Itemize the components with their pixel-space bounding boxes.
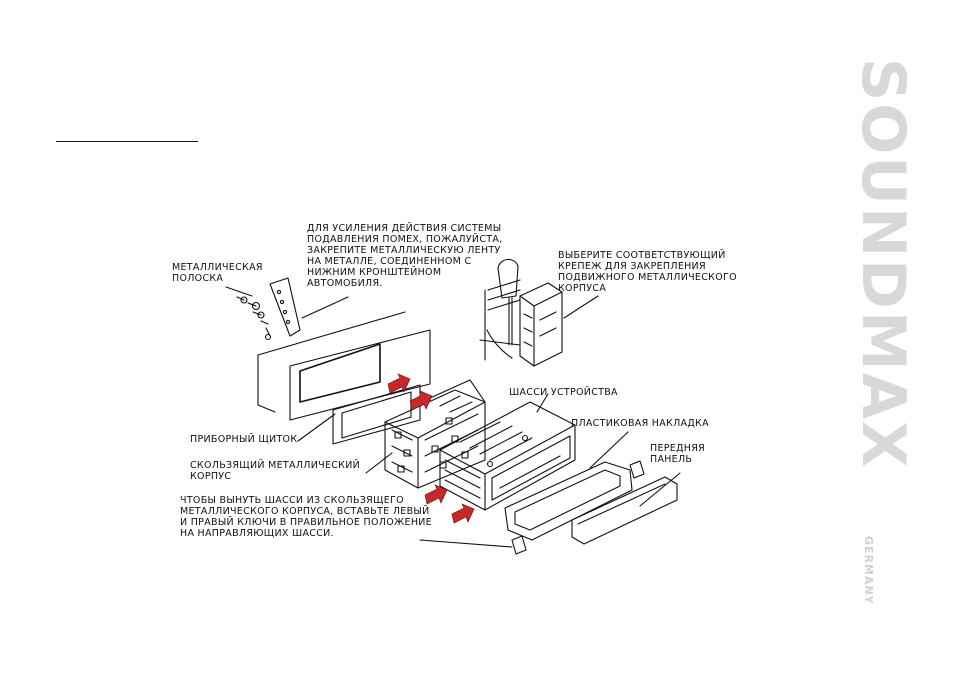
label-plastic-trim: ПЛАСТИКОВАЯ НАКЛАДКА — [571, 418, 709, 429]
metal-strip — [236, 277, 301, 341]
leader-lines — [225, 286, 681, 548]
label-interference-note: ДЛЯ УСИЛЕНИЯ ДЕЙСТВИЯ СИСТЕМЫ ПОДАВЛЕНИЯ… — [307, 223, 503, 289]
label-mount-choice: ВЫБЕРИТЕ СООТВЕТСТВУЮЩИЙ КРЕПЕЖ ДЛЯ ЗАКР… — [558, 250, 737, 294]
assembly-arrows — [387, 373, 475, 524]
label-removal-note: ЧТОБЫ ВЫНУТЬ ШАССИ ИЗ СКОЛЬЗЯЩЕГО МЕТАЛЛ… — [180, 495, 432, 539]
label-chassis: ШАССИ УСТРОЙСТВА — [509, 387, 618, 398]
sliding-metal-case — [384, 379, 486, 489]
trim-frame — [332, 384, 421, 445]
arrow-frame — [409, 390, 433, 411]
arrow-dashboard — [387, 373, 411, 394]
brand-subtitle: GERMANY — [862, 536, 875, 605]
brand-logo: SOUNDMAX GERMANY — [848, 58, 918, 618]
car-dashboard — [257, 311, 431, 421]
heading-underline — [56, 141, 198, 142]
label-metal-strip: МЕТАЛЛИЧЕСКАЯ ПОЛОСКА — [172, 262, 263, 284]
label-dashboard: ПРИБОРНЫЙ ЩИТОК — [190, 434, 298, 445]
plastic-trim-ring — [504, 461, 633, 541]
screwdriver-inset — [479, 258, 563, 367]
label-sliding-case: СКОЛЬЗЯЩИЙ МЕТАЛЛИЧЕСКИЙ КОРПУС — [190, 460, 361, 482]
front-panel — [571, 476, 678, 545]
release-keys — [511, 460, 645, 555]
chassis-unit — [439, 401, 576, 511]
label-front-panel: ПЕРЕДНЯЯ ПАНЕЛЬ — [650, 443, 706, 465]
arrow-case-2 — [451, 503, 475, 524]
brand-name: SOUNDMAX — [848, 58, 918, 470]
arrow-case-1 — [424, 484, 448, 505]
